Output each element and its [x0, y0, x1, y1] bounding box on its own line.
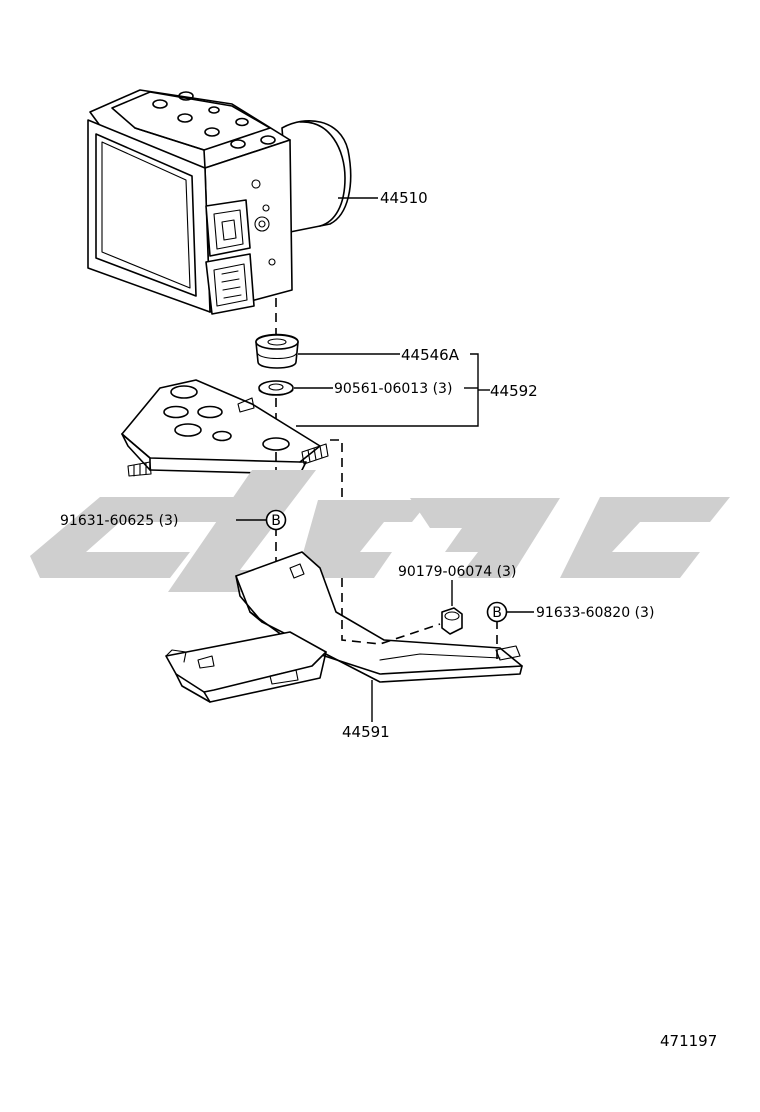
label-44510: 44510 — [380, 189, 428, 207]
upper-bracket — [121, 379, 329, 477]
lower-bracket — [165, 551, 523, 703]
label-90561: 90561-06013 (3) — [334, 381, 452, 397]
leader-lines — [236, 197, 534, 722]
nut — [441, 607, 463, 635]
label-44546a: 44546A — [401, 346, 460, 364]
marker-b-lower: B — [486, 601, 508, 623]
label-91633: 91633-60820 (3) — [536, 605, 654, 621]
svg-text:B: B — [492, 605, 502, 621]
abs-actuator — [87, 89, 352, 315]
label-90179: 90179-06074 (3) — [398, 564, 516, 580]
grommet — [255, 333, 299, 369]
watermark-logo — [30, 470, 730, 592]
label-91631: 91631-60625 (3) — [60, 513, 178, 529]
diagram-id: 471197 — [660, 1032, 717, 1050]
svg-text:B: B — [271, 513, 281, 529]
marker-b-upper: B — [265, 509, 287, 531]
label-44591: 44591 — [342, 723, 390, 741]
label-44592: 44592 — [490, 382, 538, 400]
collar — [258, 380, 294, 396]
